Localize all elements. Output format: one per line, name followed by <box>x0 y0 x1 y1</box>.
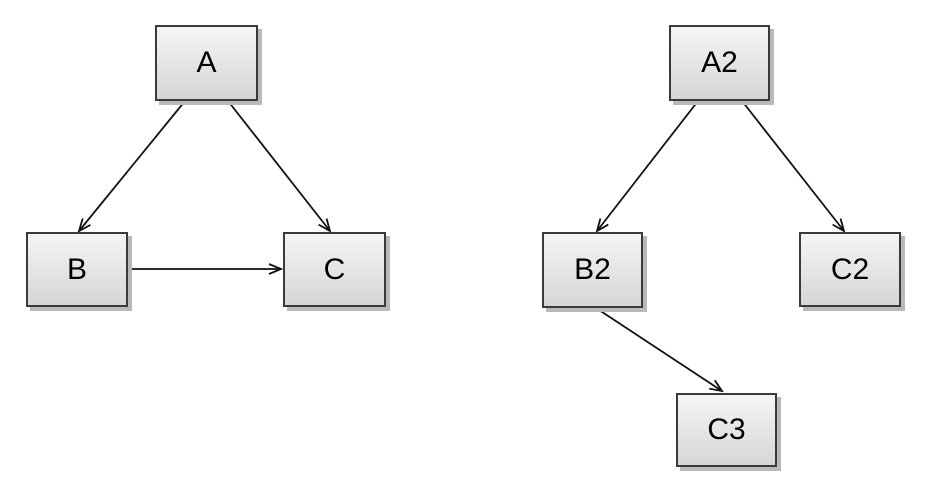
node-label-C: C <box>323 252 346 286</box>
node-C2[interactable]: C2 <box>799 232 901 307</box>
node-label-A: A <box>196 46 217 79</box>
node-B[interactable]: B <box>26 232 128 307</box>
node-A[interactable]: A <box>155 25 258 101</box>
edge-A2-to-C2 <box>741 100 846 233</box>
node-label-C3: C3 <box>707 413 746 446</box>
edge-A-to-B <box>77 100 186 233</box>
node-label-B: B <box>66 252 87 286</box>
edge-B2-to-C3 <box>595 307 724 393</box>
node-B2[interactable]: B2 <box>542 232 643 308</box>
node-label-B2: B2 <box>574 253 611 286</box>
node-label-A2: A2 <box>701 46 738 79</box>
node-label-C2: C2 <box>830 252 870 286</box>
edge-A-to-C <box>227 100 332 233</box>
node-A2[interactable]: A2 <box>669 25 770 101</box>
node-C3[interactable]: C3 <box>676 393 777 467</box>
edge-A2-to-B2 <box>595 100 699 233</box>
node-C[interactable]: C <box>283 232 386 307</box>
